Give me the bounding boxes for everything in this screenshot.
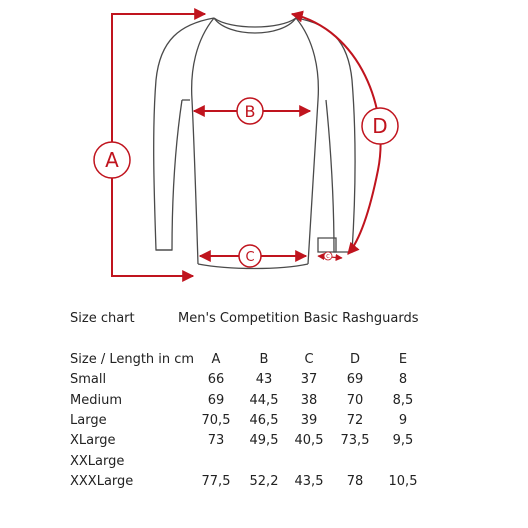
table-cell: 43 xyxy=(255,372,273,388)
chart-subtitle: Men's Competition Basic Rashguards xyxy=(178,311,419,326)
dimension-a xyxy=(111,8,207,282)
table-cell: 8,5 xyxy=(392,392,414,408)
table-header-col: B xyxy=(259,352,269,367)
table-header-col: C xyxy=(304,352,314,367)
badge-b xyxy=(236,97,264,125)
table-row-label: Medium xyxy=(70,392,122,408)
table-header-size: Size / Length in cm xyxy=(70,352,195,367)
table-cell: 73,5 xyxy=(340,433,370,449)
label-a: A xyxy=(105,148,119,172)
table-cell: 46,5 xyxy=(249,412,279,428)
label-cuff: C xyxy=(326,254,330,260)
table-cell: 39 xyxy=(300,412,318,428)
table-row-label: XXXLarge xyxy=(70,473,134,489)
table-row-label: Small xyxy=(70,372,107,388)
chart-title: Size chart xyxy=(70,311,135,326)
table-header-col: A xyxy=(211,352,221,367)
table-cell: 44,5 xyxy=(249,392,279,408)
label-d: D xyxy=(372,114,387,138)
table-cell: 72 xyxy=(346,412,364,428)
table-cell: 9 xyxy=(398,412,408,428)
table-cell: 77,5 xyxy=(201,473,231,489)
table-header-col: D xyxy=(349,352,360,367)
table-cell: 69 xyxy=(346,372,364,388)
table-cell: 73 xyxy=(207,433,225,449)
table-cell: 70 xyxy=(346,392,364,408)
table-cell: 69 xyxy=(207,392,225,408)
table-cell: 10,5 xyxy=(388,473,418,489)
table-cell: 78 xyxy=(346,473,364,489)
table-cell: 66 xyxy=(207,372,225,388)
table-cell: 43,5 xyxy=(294,473,324,489)
badge-c xyxy=(238,244,262,268)
label-c: C xyxy=(245,250,254,265)
shirt-outline xyxy=(153,17,356,270)
table-cell: 40,5 xyxy=(294,433,324,449)
table-cell: 70,5 xyxy=(201,412,231,428)
table-cell: 38 xyxy=(300,392,318,408)
badge-a xyxy=(93,141,131,179)
table-cell: 52,2 xyxy=(249,473,279,489)
badge-d xyxy=(361,107,399,145)
table-cell: 49,5 xyxy=(249,433,279,449)
table-row-label: XXLarge xyxy=(70,453,125,469)
table-cell: 37 xyxy=(300,372,318,388)
table-cell: 8 xyxy=(398,372,408,388)
rashguard-diagram: A B C D C xyxy=(93,8,399,282)
table-cell: 9,5 xyxy=(392,433,414,449)
dimension-d xyxy=(290,10,382,255)
table-row-label: XLarge xyxy=(70,433,116,449)
table-row-label: Large xyxy=(70,412,107,428)
badge-cuff xyxy=(323,251,333,261)
label-b: B xyxy=(245,102,256,121)
table-header-col: E xyxy=(398,352,408,367)
